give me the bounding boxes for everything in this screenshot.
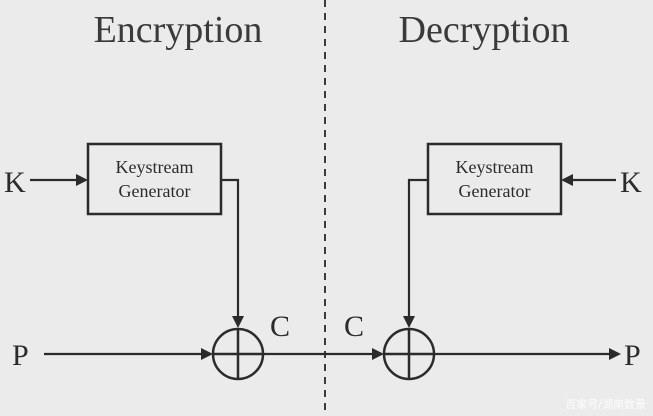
encryption-keystream-arrowhead xyxy=(232,316,244,328)
encryption-key-arrowhead xyxy=(76,174,88,186)
decryption-ciphertext-label: C xyxy=(344,310,364,343)
encryption-xor-icon xyxy=(211,327,265,381)
decryption-plaintext-label: P xyxy=(624,339,641,372)
encryption-title: Encryption xyxy=(94,9,263,51)
encryption-box-line1: Keystream xyxy=(116,157,194,177)
decryption-box-line2: Generator xyxy=(459,181,531,201)
encryption-keystream-line xyxy=(221,178,240,318)
decryption-keystream-generator-box xyxy=(426,142,563,216)
encryption-plaintext-arrowhead xyxy=(201,348,213,360)
decryption-keystream-line xyxy=(407,178,428,318)
decryption-xor-icon xyxy=(382,327,436,381)
watermark: 百家号/湖南数景 xyxy=(565,397,646,411)
encryption-ciphertext-label: C xyxy=(270,310,290,343)
decryption-key-arrowhead xyxy=(561,174,573,186)
decryption-plaintext-arrowhead xyxy=(609,348,621,360)
encryption-box-line2: Generator xyxy=(119,181,191,201)
ciphertext-channel-arrowhead xyxy=(372,348,384,360)
encryption-keystream-generator-box xyxy=(86,142,223,216)
encryption-key-label: K xyxy=(4,166,26,199)
encryption-plaintext-label: P xyxy=(12,339,29,372)
decryption-title: Decryption xyxy=(399,9,570,51)
decryption-box-line1: Keystream xyxy=(456,157,534,177)
decryption-key-label: K xyxy=(620,166,642,199)
decryption-keystream-arrowhead xyxy=(403,316,415,328)
